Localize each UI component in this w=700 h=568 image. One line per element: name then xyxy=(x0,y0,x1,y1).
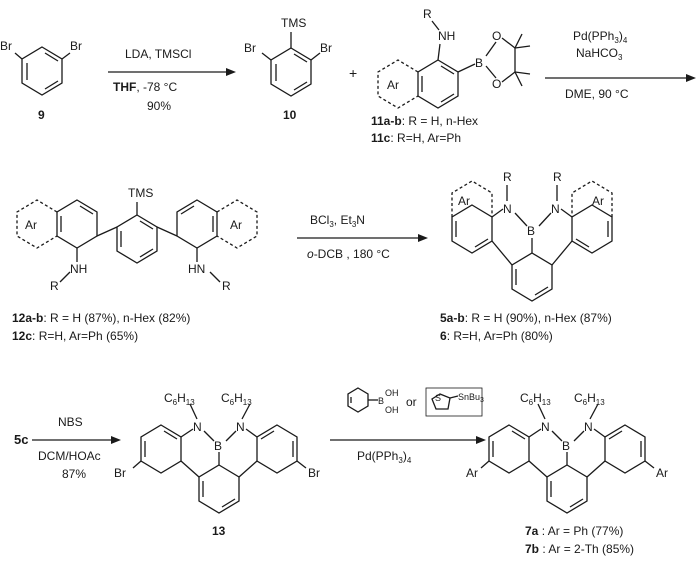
tributylstannylthiophene: S SnBu3 xyxy=(425,387,484,417)
step5-catalyst: Pd(PPh3)4 xyxy=(357,449,412,465)
atom-ar-right: Ar xyxy=(592,194,604,208)
compound-12-structure: TMS Ar NH R Ar HN R xyxy=(16,186,258,293)
atom-b: B xyxy=(214,439,222,453)
atom-ar-left: Ar xyxy=(458,194,470,208)
atom-o-bottom: O xyxy=(492,77,501,91)
atom-n-right: N xyxy=(236,420,245,434)
compound-5-structure: B N N R R Ar Ar xyxy=(451,170,613,302)
arrowhead-4 xyxy=(111,436,121,444)
compound-9-label: 9 xyxy=(38,108,45,122)
step1-yield: 90% xyxy=(147,99,171,113)
arrowhead-5 xyxy=(476,436,486,444)
atom-c6h13-left: C6H13 xyxy=(164,391,195,407)
atom-b: B xyxy=(378,396,384,406)
atom-r-right: R xyxy=(222,279,231,293)
atom-c6h13-right: C6H13 xyxy=(574,391,605,407)
step4-reagent: NBS xyxy=(58,415,83,429)
compound-7b-label: 7b : Ar = 2-Th (85%) xyxy=(525,542,634,556)
atom-n-left: N xyxy=(541,420,550,434)
atom-tms: TMS xyxy=(128,186,153,200)
step1-conditions: THF, -78 °C xyxy=(113,80,177,94)
atom-br-left: Br xyxy=(114,466,126,480)
phenylboronic-acid: B OH OH xyxy=(347,387,399,415)
atom-c6h13-right: C6H13 xyxy=(221,391,252,407)
compound-12ab-label: 12a-b: R = H (87%), n-Hex (82%) xyxy=(12,311,190,325)
compound-11-structure: Ar NH R B O O xyxy=(377,7,531,109)
atom-br-left: Br xyxy=(244,41,256,55)
atom-hn-right: HN xyxy=(188,262,205,276)
step2-solvent-temp: DME, 90 °C xyxy=(565,87,629,101)
step4-yield: 87% xyxy=(62,467,86,481)
compound-5ab-label: 5a-b: R = H (90%), n-Hex (87%) xyxy=(440,311,612,325)
atom-br-right: Br xyxy=(320,41,332,55)
atom-nh: NH xyxy=(438,29,455,43)
atom-b: B xyxy=(562,439,570,453)
compound-11c-label: 11c: R=H, Ar=Ph xyxy=(371,131,461,145)
step4-solvent: DCM/HOAc xyxy=(38,449,101,463)
atom-r-left: R xyxy=(503,170,512,184)
compound-6-label: 6: R=H, Ar=Ph (80%) xyxy=(440,329,553,343)
compound-10-label: 10 xyxy=(283,108,297,122)
atom-oh-top: OH xyxy=(385,388,399,398)
compound-13-label: 13 xyxy=(212,524,226,538)
atom-c6h13-left: C6H13 xyxy=(520,391,551,407)
atom-br-right: Br xyxy=(70,39,82,53)
atom-ar: Ar xyxy=(387,78,399,92)
compound-10-structure: TMS Br Br xyxy=(244,16,332,97)
compound-7-structure: B N N C6H13 C6H13 Ar Ar xyxy=(466,391,668,514)
atom-n-right: N xyxy=(584,420,593,434)
step3-reagents: BCl3, Et3N xyxy=(310,213,365,229)
compound-11ab-label: 11a-b: R = H, n-Hex xyxy=(371,114,478,128)
step5-or: or xyxy=(406,395,417,409)
arrowhead-1 xyxy=(226,68,236,76)
atom-nh-left: NH xyxy=(70,262,87,276)
atom-ar-left: Ar xyxy=(466,466,478,480)
arrowhead-3 xyxy=(418,234,428,242)
step3-conditions: o-DCB , 180 °C xyxy=(307,247,390,261)
atom-n-left: N xyxy=(503,202,512,216)
plus-sign: + xyxy=(349,65,357,81)
atom-r-left: R xyxy=(50,279,59,293)
atom-b: B xyxy=(475,56,483,70)
compound-12c-label: 12c: R=H, Ar=Ph (65%) xyxy=(12,329,138,343)
atom-ar-right: Ar xyxy=(230,218,242,232)
atom-n-right: N xyxy=(551,202,560,216)
compound-13-structure: B N N C6H13 C6H13 Br Br xyxy=(114,391,320,514)
atom-oh-bottom: OH xyxy=(385,405,399,415)
compound-9-structure: Br Br xyxy=(0,39,82,96)
atom-ar-right: Ar xyxy=(656,466,668,480)
atom-r: R xyxy=(423,7,432,21)
atom-s: S xyxy=(435,393,441,403)
atom-o-top: O xyxy=(492,29,501,43)
step2-base: NaHCO3 xyxy=(576,46,623,62)
step1-reagents: LDA, TMSCl xyxy=(125,47,191,61)
atom-tms: TMS xyxy=(281,16,306,30)
atom-n-left: N xyxy=(193,420,202,434)
compound-5c-label: 5c xyxy=(14,432,28,447)
arrowhead-2 xyxy=(686,74,696,82)
compound-7a-label: 7a : Ar = Ph (77%) xyxy=(525,524,623,538)
atom-br-left: Br xyxy=(0,39,12,53)
atom-b: B xyxy=(527,224,535,238)
atom-r-right: R xyxy=(553,170,562,184)
step2-catalyst: Pd(PPh3)4 xyxy=(573,29,628,45)
atom-br-right: Br xyxy=(308,466,320,480)
atom-ar-left: Ar xyxy=(25,218,37,232)
atom-snbu3: SnBu3 xyxy=(458,392,484,404)
